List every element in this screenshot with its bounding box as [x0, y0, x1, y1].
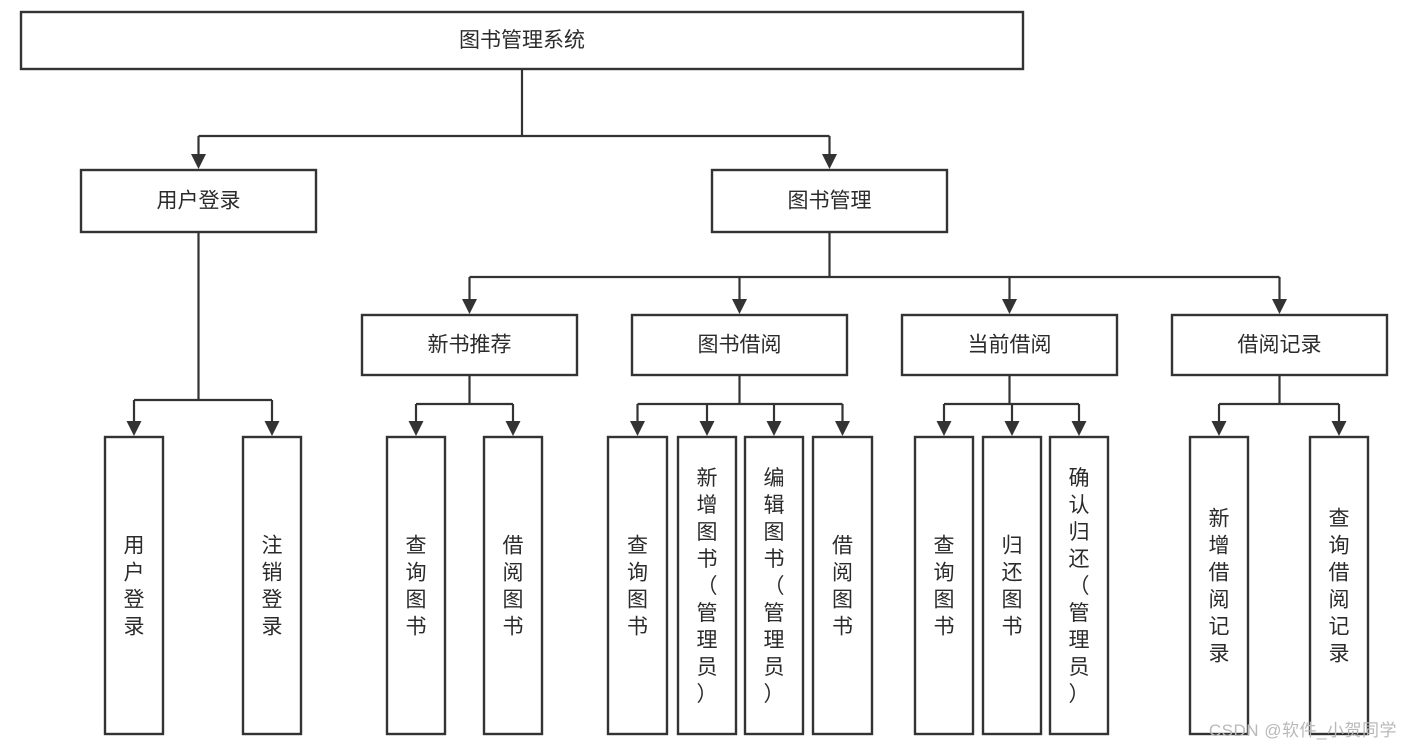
connector-group [126, 232, 280, 436]
node-label: 查询图书 [934, 535, 955, 639]
connector-group [408, 375, 521, 436]
node-label: 新增图书（管理员） [697, 467, 718, 706]
arrow-head-icon [1071, 421, 1087, 436]
node-label: 编辑图书（管理员） [764, 467, 785, 706]
arrow-head-icon [1272, 299, 1287, 314]
node-leaf-8[interactable]: 查询图书 [913, 435, 975, 736]
node-box [900, 313, 1119, 377]
node-l3-2[interactable]: 当前借阅 [900, 313, 1119, 377]
node-label: 确认归还（管理员） [1069, 467, 1090, 706]
node-label: 图书管理 [788, 190, 872, 213]
node-l2-0[interactable]: 用户登录 [79, 168, 318, 234]
connector-group [630, 375, 850, 436]
node-box [811, 435, 874, 736]
node-label: 查询借阅记录 [1329, 508, 1350, 666]
arrow-head-icon [822, 154, 837, 169]
node-label: 归还图书 [1002, 535, 1023, 639]
node-leaf-6[interactable]: 编辑图书（管理员） [743, 435, 805, 736]
node-label: 图书借阅 [698, 334, 782, 357]
arrow-head-icon [732, 299, 747, 314]
node-label: 查询图书 [406, 535, 427, 639]
arrow-head-icon [766, 421, 782, 436]
node-label: 新书推荐 [428, 334, 512, 357]
node-box [1308, 435, 1370, 736]
node-leaf-4[interactable]: 查询图书 [606, 435, 669, 736]
arrow-head-icon [1211, 421, 1227, 436]
node-l3-3[interactable]: 借阅记录 [1170, 313, 1389, 377]
node-box [743, 435, 805, 736]
node-box [103, 435, 165, 736]
node-l3-1[interactable]: 图书借阅 [630, 313, 849, 377]
node-leaf-5[interactable]: 新增图书（管理员） [676, 435, 738, 736]
node-box [482, 435, 544, 736]
connector-group [191, 69, 837, 169]
node-box [1170, 313, 1389, 377]
arrow-head-icon [408, 421, 424, 436]
node-label: 注销登录 [262, 535, 283, 639]
arrow-head-icon [835, 421, 850, 436]
node-label: 借阅记录 [1238, 334, 1322, 357]
connector-group [462, 232, 1287, 314]
node-box [241, 435, 303, 736]
node-root-0[interactable]: 图书管理系统 [19, 10, 1025, 71]
node-leaf-12[interactable]: 查询借阅记录 [1308, 435, 1370, 736]
arrow-head-icon [630, 421, 645, 436]
node-box [1048, 435, 1110, 736]
node-label: 查询图书 [627, 535, 648, 639]
node-leaf-11[interactable]: 新增借阅记录 [1188, 435, 1250, 736]
node-label: 新增借阅记录 [1209, 508, 1230, 666]
node-label: 用户登录 [124, 535, 145, 639]
connector-group [1211, 375, 1347, 436]
node-label: 图书管理系统 [459, 29, 585, 52]
arrow-head-icon [264, 421, 280, 436]
arrow-head-icon [1002, 299, 1017, 314]
node-leaf-7[interactable]: 借阅图书 [811, 435, 874, 736]
node-box [19, 10, 1025, 71]
arrow-head-icon [191, 154, 206, 169]
arrow-head-icon [126, 421, 142, 436]
arrow-head-icon [699, 421, 715, 436]
node-leaf-9[interactable]: 归还图书 [981, 435, 1043, 736]
node-leaf-0[interactable]: 用户登录 [103, 435, 165, 736]
node-label: 当前借阅 [968, 334, 1052, 357]
node-box [676, 435, 738, 736]
node-box [981, 435, 1043, 736]
node-leaf-2[interactable]: 查询图书 [385, 435, 447, 736]
node-label: 借阅图书 [832, 535, 853, 639]
node-box [360, 313, 579, 377]
arrow-head-icon [1004, 421, 1020, 436]
node-box [606, 435, 669, 736]
node-label: 用户登录 [157, 190, 241, 213]
connector-group [936, 375, 1087, 436]
node-box [630, 313, 849, 377]
node-l2-1[interactable]: 图书管理 [710, 168, 949, 234]
node-box [1188, 435, 1250, 736]
node-leaf-3[interactable]: 借阅图书 [482, 435, 544, 736]
node-box [385, 435, 447, 736]
node-l3-0[interactable]: 新书推荐 [360, 313, 579, 377]
connector-layer [126, 69, 1347, 436]
node-box [79, 168, 318, 234]
node-leaf-10[interactable]: 确认归还（管理员） [1048, 435, 1110, 736]
node-leaf-1[interactable]: 注销登录 [241, 435, 303, 736]
node-label: 借阅图书 [503, 535, 524, 639]
csdn-watermark: CSDN @软件_小贺同学 [1208, 721, 1397, 740]
arrow-head-icon [505, 421, 521, 436]
node-box [710, 168, 949, 234]
node-layer: 图书管理系统用户登录图书管理新书推荐图书借阅当前借阅借阅记录用户登录注销登录查询… [19, 10, 1389, 736]
arrow-head-icon [462, 299, 477, 314]
arrow-head-icon [936, 421, 952, 436]
node-box [913, 435, 975, 736]
arrow-head-icon [1331, 421, 1347, 436]
